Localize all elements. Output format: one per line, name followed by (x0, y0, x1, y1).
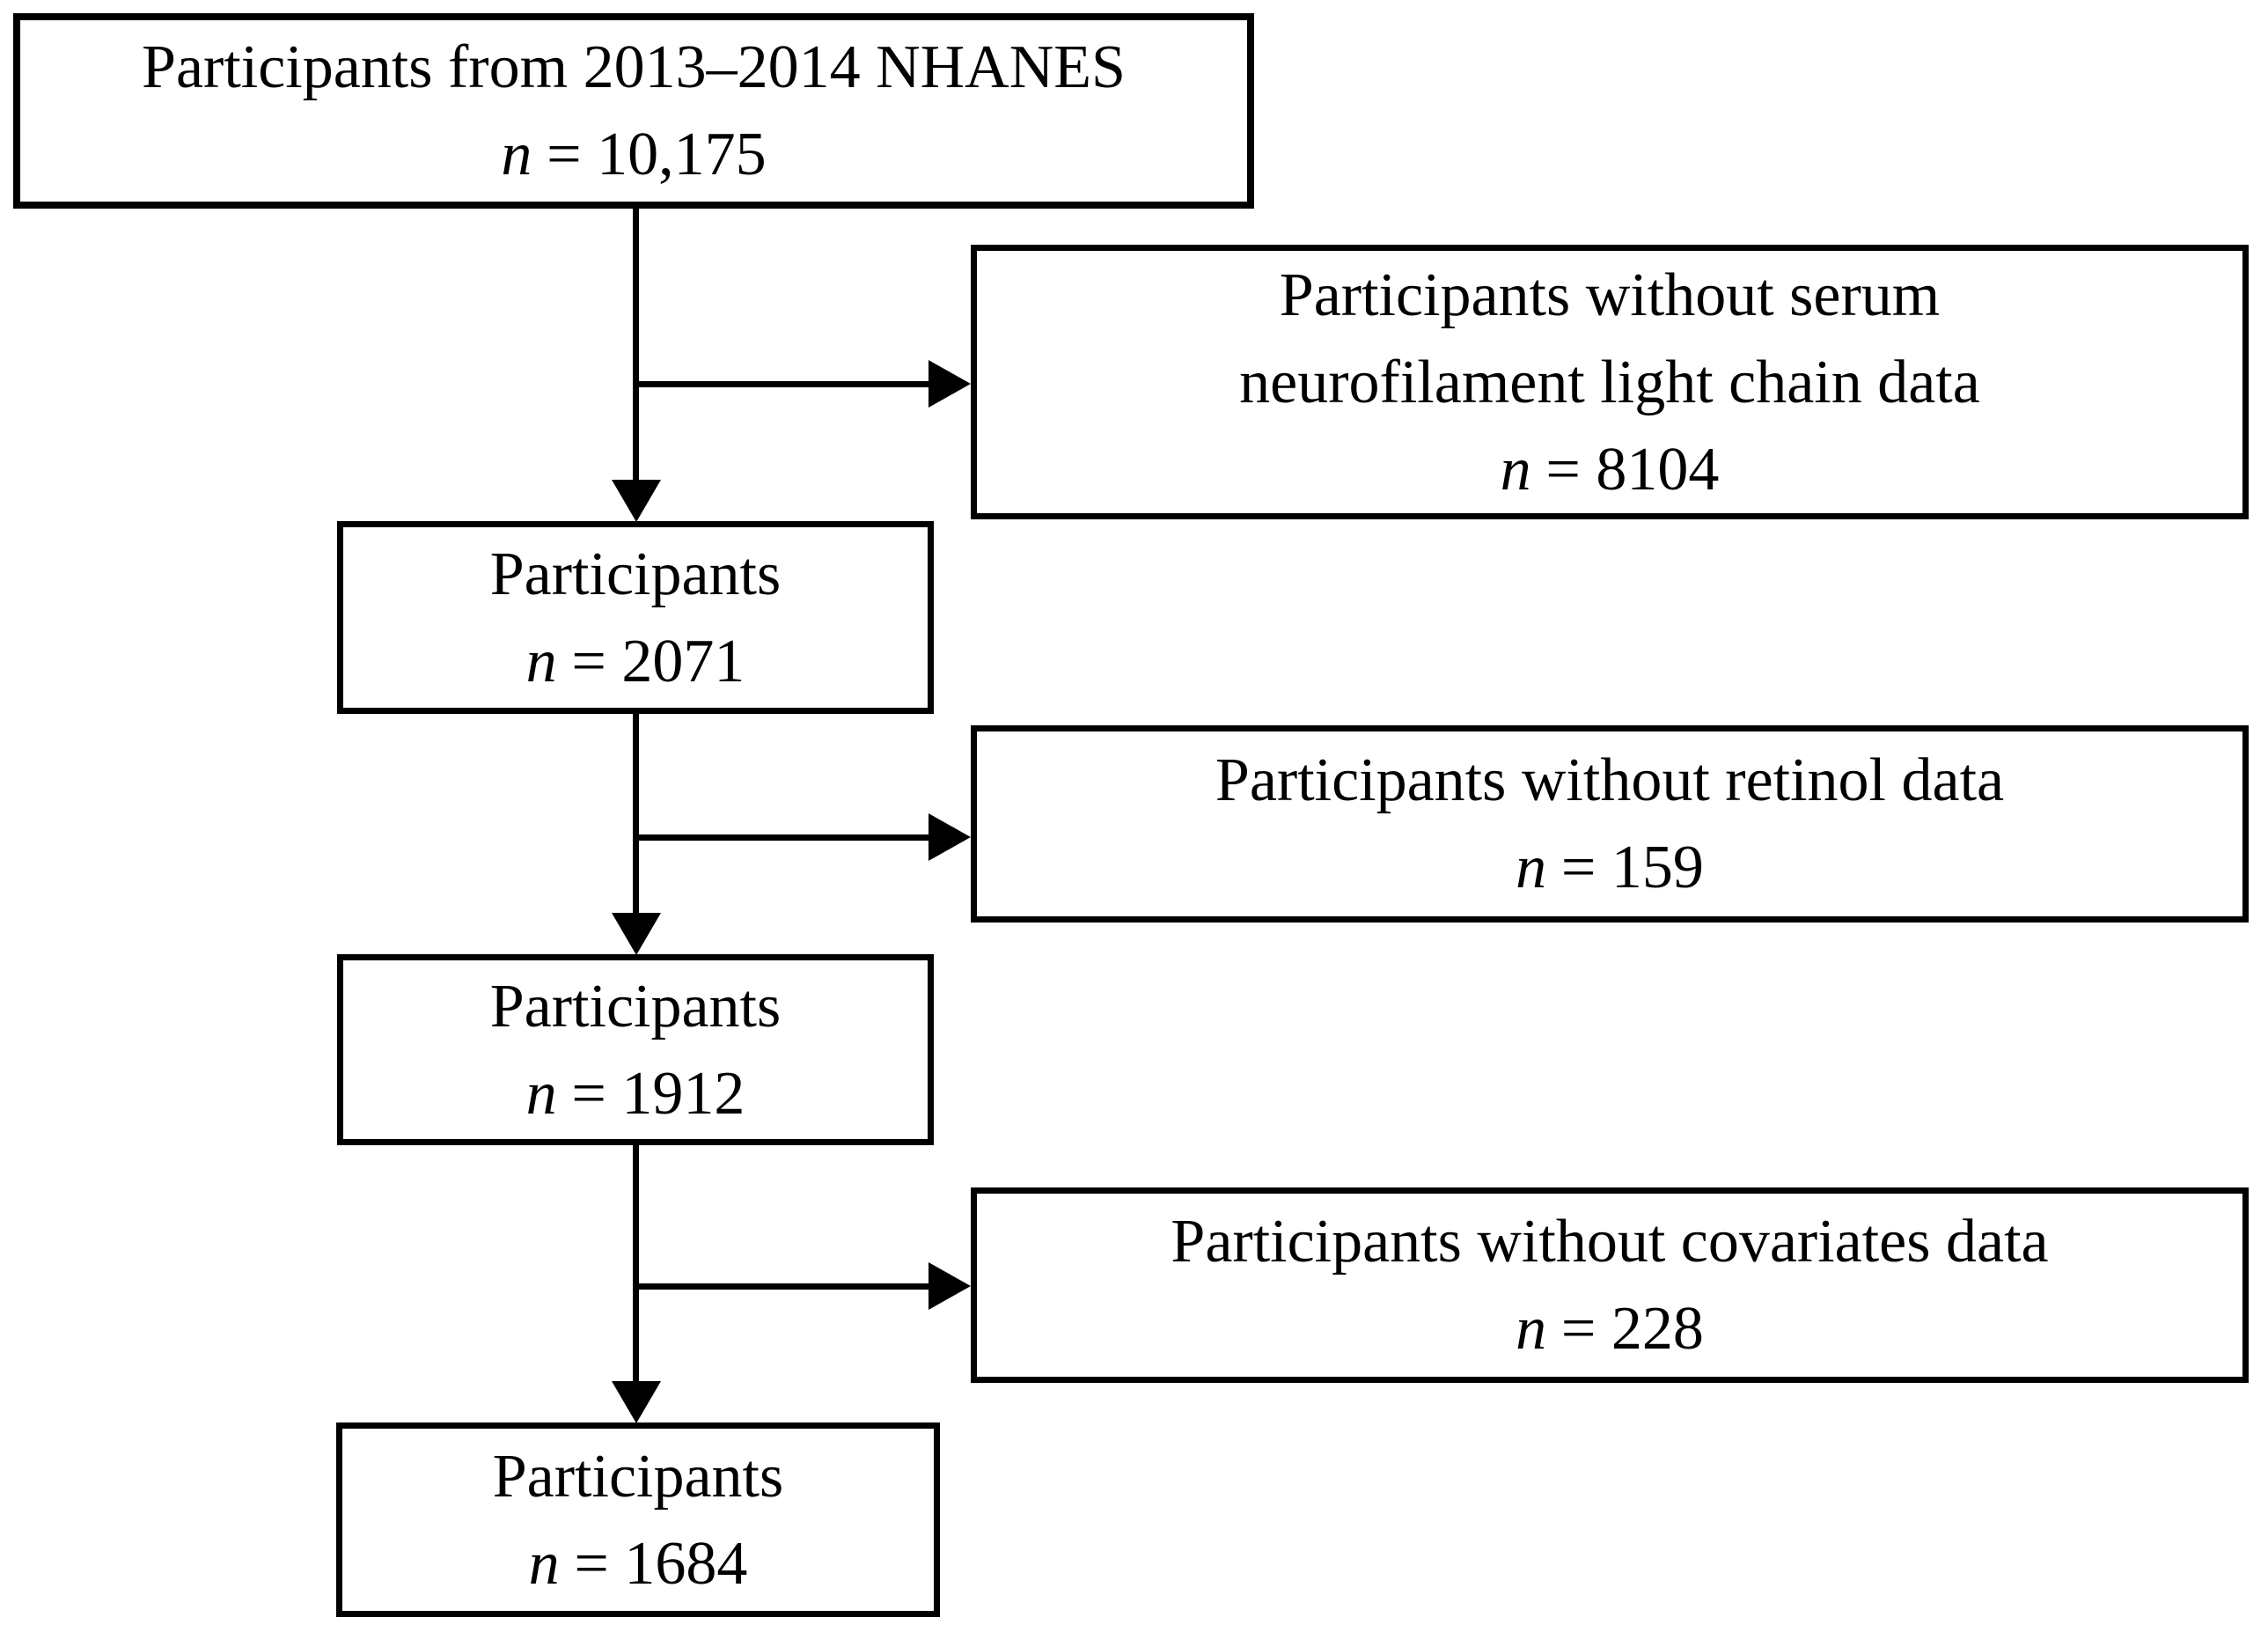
connector-to-excluded-covariates (633, 1283, 928, 1290)
box-label-line2: neurofilament light chain data (1239, 348, 1980, 416)
box-label: Participants (489, 972, 782, 1040)
flow-box-after-retinol: Participants n= 1912 (337, 954, 934, 1145)
flow-box-excluded-retinol: Participants without retinol data n= 159 (971, 725, 2249, 923)
arrowhead-down-icon (612, 913, 661, 955)
n-symbol: n (1516, 834, 1547, 901)
connector-to-excluded-nfl (633, 381, 928, 387)
box-label: Participants (492, 1442, 784, 1511)
n-value: = 1912 (571, 1059, 745, 1128)
flow-box-source: Participants from 2013–2014 NHANES n= 10… (13, 13, 1254, 209)
box-count: n= 2071 (526, 618, 745, 705)
n-value: = 1684 (574, 1529, 748, 1598)
n-symbol: n (525, 1059, 557, 1128)
n-symbol: n (501, 121, 532, 188)
box-label: Participants without serum (1279, 261, 1941, 329)
box-count: n= 1912 (526, 1050, 745, 1137)
n-value: = 8104 (1545, 435, 1720, 504)
n-symbol: n (525, 627, 557, 695)
n-value: = 2071 (571, 627, 745, 695)
n-symbol: n (1516, 1295, 1547, 1363)
box-count: n= 159 (1516, 824, 1704, 911)
arrowhead-down-icon (612, 480, 661, 522)
n-value: = 10,175 (547, 121, 767, 188)
arrowhead-down-icon (612, 1381, 661, 1423)
flow-box-excluded-covariates: Participants without covariates data n= … (971, 1187, 2249, 1383)
box-count: n= 10,175 (501, 111, 766, 198)
connector-step2-to-final (633, 1144, 639, 1381)
arrowhead-right-icon (928, 360, 971, 408)
arrowhead-right-icon (928, 1262, 971, 1310)
box-count: n= 228 (1516, 1285, 1704, 1372)
flow-box-excluded-nfl: Participants without serum neurofilament… (971, 245, 2249, 519)
arrowhead-right-icon (928, 813, 971, 861)
connector-to-excluded-retinol (633, 834, 928, 841)
n-symbol: n (528, 1529, 560, 1598)
connector-source-to-step1 (633, 209, 639, 480)
box-label: Participants without covariates data (1171, 1208, 2049, 1275)
flow-box-final-sample: Participants n= 1684 (336, 1422, 940, 1617)
box-label: Participants (489, 540, 782, 608)
box-count: n= 1684 (529, 1520, 748, 1607)
box-label: Participants from 2013–2014 NHANES (142, 33, 1126, 101)
n-value: = 228 (1560, 1295, 1704, 1363)
n-symbol: n (1500, 435, 1531, 504)
box-label: Participants without retinol data (1215, 746, 2005, 814)
n-value: = 159 (1560, 834, 1704, 901)
connector-step1-to-step2 (633, 713, 639, 913)
flow-box-after-nfl: Participants n= 2071 (337, 521, 934, 714)
box-count: n= 8104 (1501, 426, 1720, 513)
